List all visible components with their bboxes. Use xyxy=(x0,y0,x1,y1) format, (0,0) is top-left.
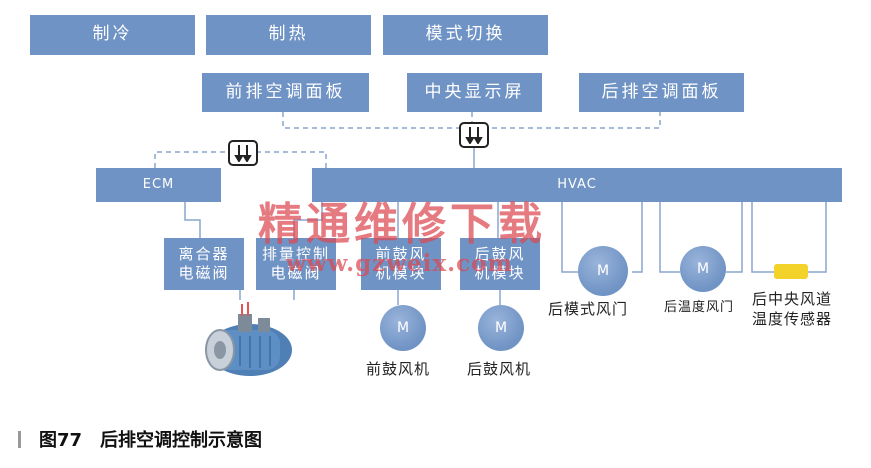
figure-caption: 图77 后排空调控制示意图 xyxy=(18,426,262,452)
clutch-solenoid-label: 离合器 电磁阀 xyxy=(178,245,230,282)
control-solenoid-box: 排量控制 电磁阀 xyxy=(256,238,336,290)
rear-panel-box: 后排空调面板 xyxy=(579,73,744,112)
hvac-label: HVAC xyxy=(557,176,597,192)
rear-temp-door-label: 后温度风门 xyxy=(664,300,735,315)
mode-switch-box: 模式切换 xyxy=(383,15,548,55)
control-solenoid-label: 排量控制 电磁阀 xyxy=(261,245,330,282)
front-blower-label: 前鼓风机 xyxy=(366,360,431,378)
center-display-label: 中央显示屏 xyxy=(424,81,525,102)
rear-panel-label: 后排空调面板 xyxy=(601,81,722,102)
hvac-box: HVAC xyxy=(312,168,842,202)
front-panel-box: 前排空调面板 xyxy=(202,73,369,112)
mode-switch-label: 模式切换 xyxy=(425,24,506,45)
ecm-label: ECM xyxy=(142,176,175,192)
caption-bar xyxy=(18,431,21,448)
motor-symbol: M xyxy=(696,261,710,277)
front-blower-motor-icon: M xyxy=(380,305,426,351)
front-panel-label: 前排空调面板 xyxy=(225,81,346,102)
watermark-site-name: 精通维修下载 xyxy=(258,199,546,250)
panel-bus-line xyxy=(282,112,661,129)
panel-bus-connector-icon xyxy=(459,122,489,148)
figure-title: 后排空调控制示意图 xyxy=(100,430,263,451)
heating-label: 制热 xyxy=(268,24,309,45)
ecm-box: ECM xyxy=(96,168,221,202)
cooling-box: 制冷 xyxy=(30,15,195,55)
motor-symbol: M xyxy=(596,263,610,279)
front-blower-module-label: 前鼓风 机模块 xyxy=(375,245,427,282)
rear-mode-door-motor-icon: M xyxy=(578,246,628,296)
ecm-bus-connector-icon xyxy=(228,140,258,166)
hvac-mode-door-line xyxy=(561,202,643,273)
ecm-clutch-line xyxy=(184,202,201,238)
motor-symbol: M xyxy=(396,320,410,336)
duct-temp-sensor-icon xyxy=(774,264,808,279)
front-blower-module-box: 前鼓风 机模块 xyxy=(361,238,441,290)
rear-temp-door-motor-icon: M xyxy=(680,246,726,292)
solenoid-compressor-line xyxy=(239,290,295,300)
rear-blower-module-box: 后鼓风 机模块 xyxy=(460,238,540,290)
rear-blower-label: 后鼓风机 xyxy=(467,360,532,378)
rear-center-duct-sensor-label: 后中央风道 温度传感器 xyxy=(752,290,833,328)
cooling-label: 制冷 xyxy=(92,24,133,45)
rear-blower-motor-icon: M xyxy=(478,305,524,351)
center-display-box: 中央显示屏 xyxy=(407,73,542,112)
figure-number: 图77 xyxy=(39,430,83,451)
hvac-temp-door-line xyxy=(659,202,743,273)
watermark-url: www.gzweix.com xyxy=(286,250,513,277)
rear-blower-module-label: 后鼓风 机模块 xyxy=(474,245,526,282)
motor-symbol: M xyxy=(494,320,508,336)
clutch-solenoid-box: 离合器 电磁阀 xyxy=(164,238,244,290)
hvac-solenoid-line xyxy=(293,202,323,238)
rear-mode-door-label: 后模式风门 xyxy=(548,300,629,318)
hvac-sensor-line xyxy=(751,202,827,273)
compressor-icon xyxy=(205,302,292,376)
heating-box: 制热 xyxy=(206,15,371,55)
